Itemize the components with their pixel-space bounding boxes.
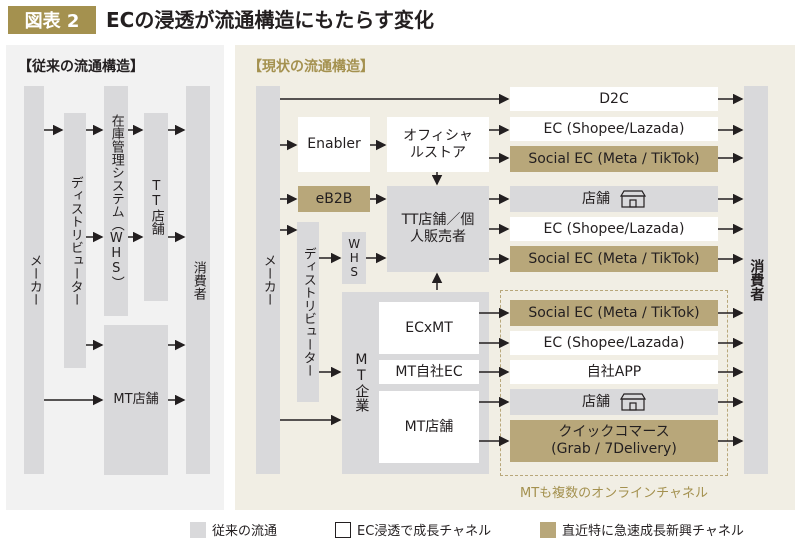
- channel-ec-2: EC (Shopee/Lazada): [510, 217, 718, 241]
- store-icon: [620, 393, 646, 411]
- left-tt-store-box: TT店舗: [144, 113, 168, 301]
- channel-ec-3: EC (Shopee/Lazada): [510, 331, 718, 355]
- legend-ec-growth: EC浸透で成長チャネル: [335, 520, 491, 539]
- legend-label-rapid-growth: 直近特に急速成長新興チャネル: [562, 524, 744, 539]
- left-mt-store-box: MT店舗: [104, 325, 168, 475]
- current-heading: 【現状の流通構造】: [248, 59, 374, 75]
- channel-own-app: 自社APP: [510, 360, 718, 384]
- left-distributor-box: ディストリビューター: [64, 113, 86, 368]
- legend-swatch-gold: [540, 521, 556, 538]
- store-icon: [620, 190, 646, 208]
- channel-store-2-label: 店舗: [582, 393, 610, 410]
- channel-social-ec-3: Social EC (Meta / TikTok): [510, 300, 718, 326]
- legend-rapid-growth: 直近特に急速成長新興チャネル: [540, 520, 744, 539]
- right-whs-box: WHS: [342, 232, 366, 284]
- mt-online-note: MTも複数のオンラインチャネル: [519, 486, 709, 501]
- mt-company-label: MT企業: [353, 352, 370, 412]
- channel-social-ec-2: Social EC (Meta / TikTok): [510, 246, 718, 272]
- channel-quick-commerce: クイックコマース (Grab / 7Delivery): [510, 420, 718, 462]
- enabler-box: Enabler: [298, 117, 370, 172]
- eb2b-box: eB2B: [298, 186, 370, 212]
- channel-social-ec-1: Social EC (Meta / TikTok): [510, 146, 718, 172]
- legend-swatch-white: [335, 521, 351, 538]
- channel-ec-1: EC (Shopee/Lazada): [510, 117, 718, 141]
- channel-store-2: 店舗: [510, 389, 718, 415]
- channel-store-1-label: 店舗: [582, 190, 610, 207]
- legend-traditional: 従来の流通: [190, 520, 277, 539]
- mt-store-box: MT店舗: [379, 391, 479, 463]
- ecxmt-box: ECxMT: [379, 302, 479, 354]
- channel-d2c: D2C: [510, 87, 718, 111]
- official-store-box: オフィシャルストア: [387, 117, 489, 172]
- left-maker-box: メーカー: [24, 86, 44, 474]
- channel-store-1: 店舗: [510, 186, 718, 212]
- legend-label-traditional: 従来の流通: [212, 524, 278, 539]
- page-title: ECの浸透が流通構造にもたらす変化: [106, 8, 434, 32]
- right-consumer-box: 消費者: [744, 86, 768, 474]
- tt-seller-box: TT店舗／個人販売者: [387, 186, 489, 272]
- mt-online-dashed-frame: [500, 290, 728, 476]
- right-distributor-box: ディストリビューター: [297, 222, 319, 402]
- figure-tag: 図表 2: [8, 6, 96, 34]
- left-whs-box: 在庫管理システム（WHS）: [104, 86, 128, 316]
- mt-own-ec-box: MT自社EC: [379, 360, 479, 384]
- legend-swatch-grey: [190, 521, 206, 538]
- traditional-heading: 【従来の流通構造】: [18, 59, 144, 75]
- legend-label-ec-growth: EC浸透で成長チャネル: [357, 524, 492, 539]
- right-maker-box: メーカー: [256, 86, 280, 474]
- left-consumer-box: 消費者: [186, 86, 210, 474]
